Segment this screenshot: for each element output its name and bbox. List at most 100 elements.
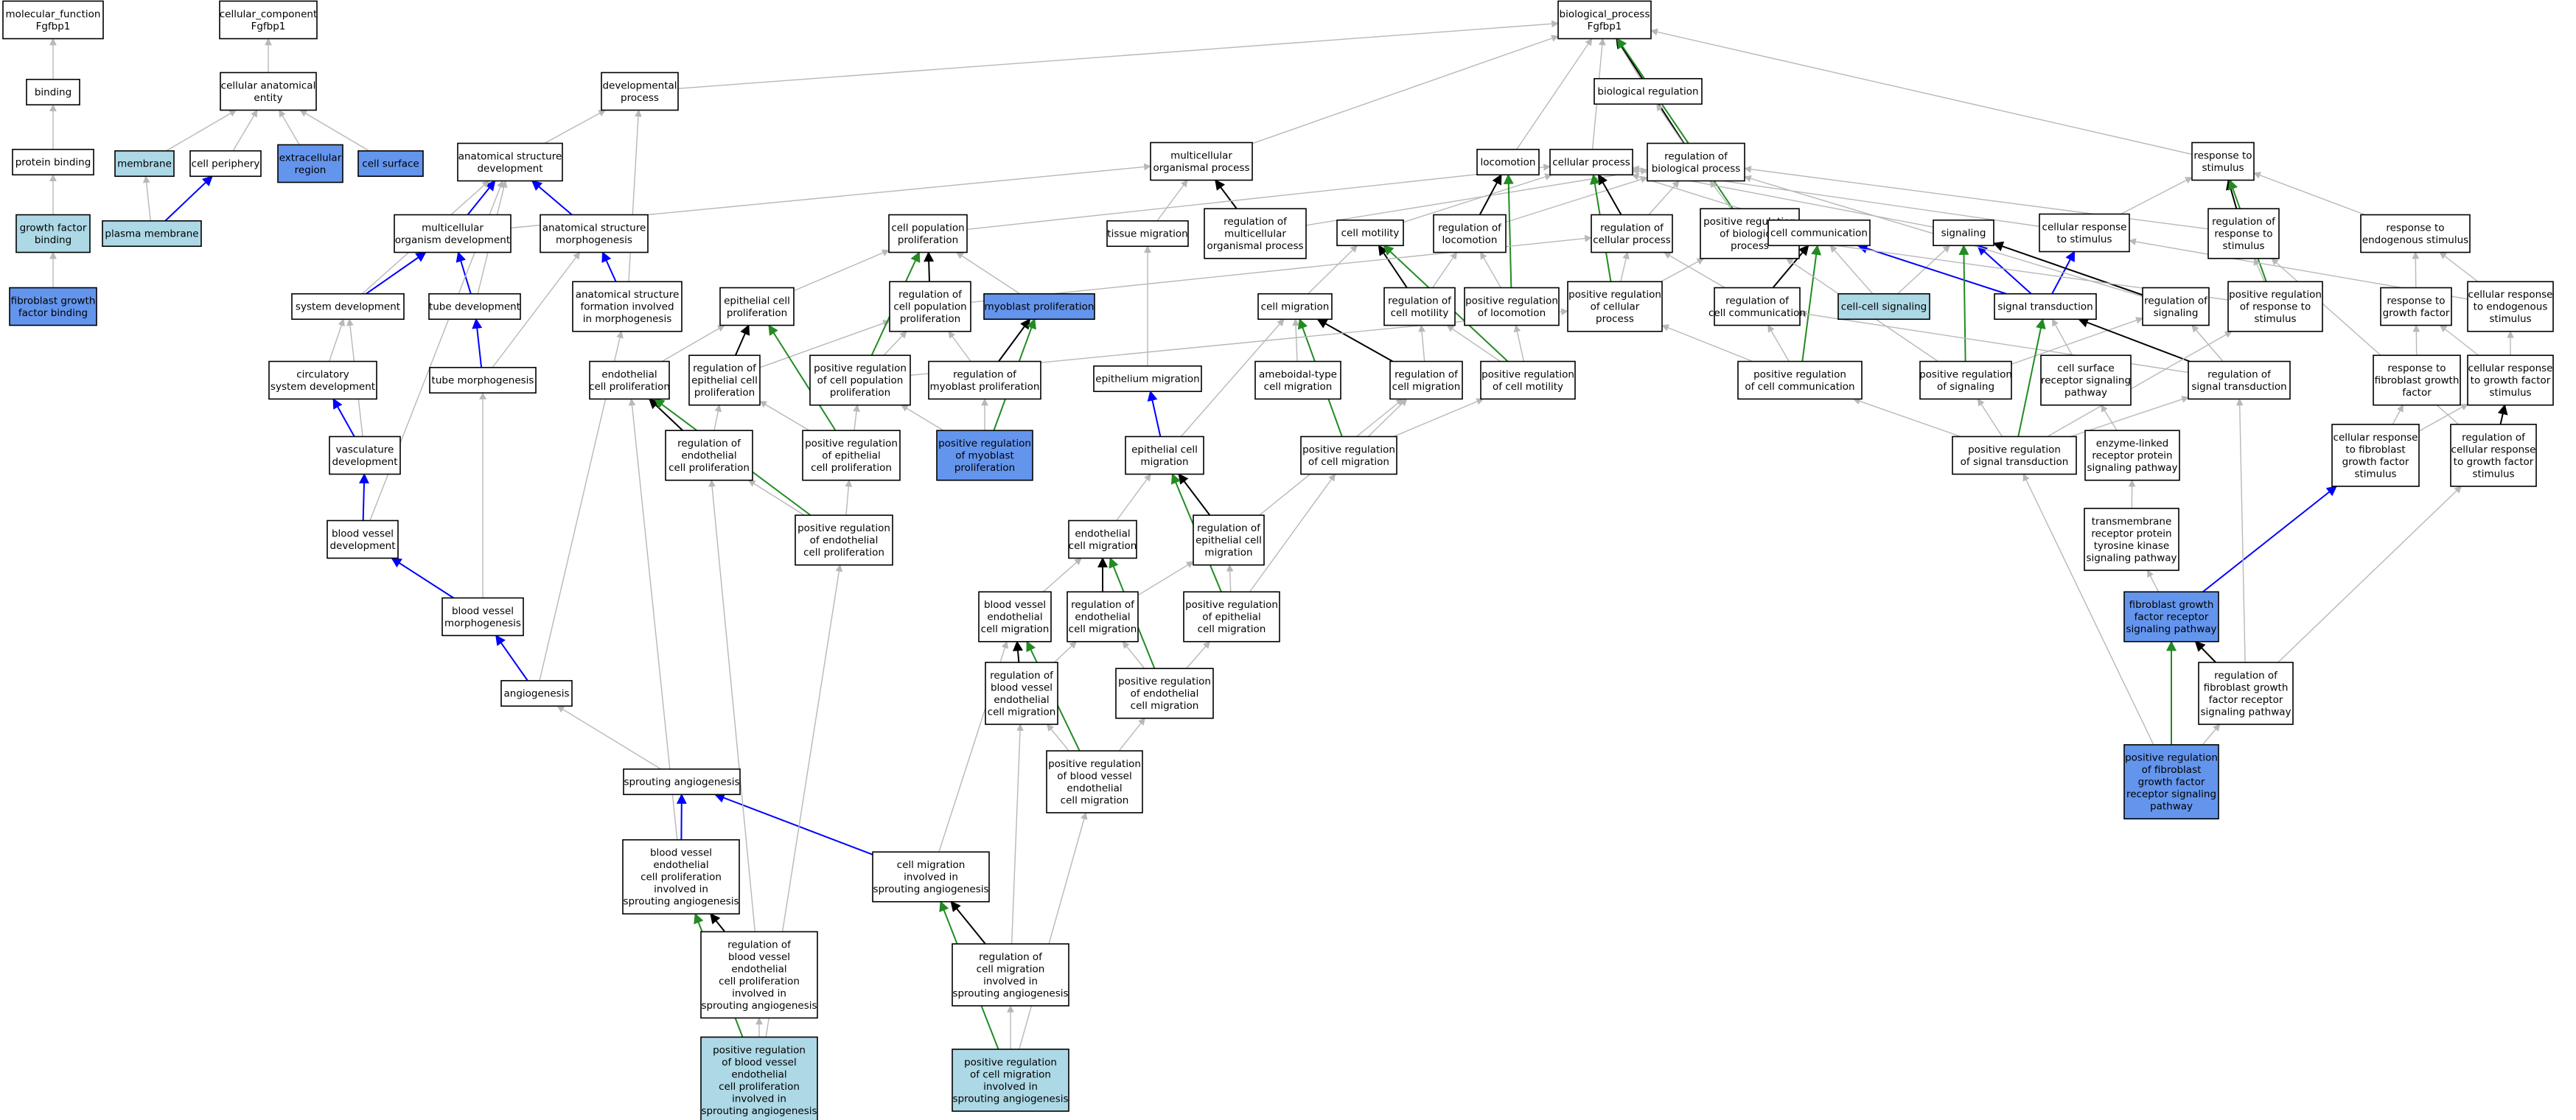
go-term-label-line: endothelial xyxy=(601,368,657,380)
go-term-label-line: growth factor xyxy=(2342,456,2409,468)
go-term-box xyxy=(889,281,971,332)
go-term-label-line: signaling xyxy=(1941,228,1986,239)
go-term-box xyxy=(2084,430,2180,481)
go-term-label-line: cellular response xyxy=(2451,444,2536,455)
go-term-box xyxy=(1594,77,1703,105)
edge-is-a-endocellmig-to-epicellmig xyxy=(1116,473,1151,521)
edge-regulates-sigtrans-to-signaling xyxy=(1977,245,2032,295)
edge-is-a-epicellmig-to-cellmig xyxy=(1180,318,1285,437)
go-term-box xyxy=(983,293,1095,321)
go-term-label-line: binding xyxy=(35,87,71,99)
go-term-label-line: positive regulation xyxy=(1753,368,1846,380)
go-term-label-line: cell communication xyxy=(1708,307,1806,319)
go-term-box xyxy=(1336,219,1404,247)
go-term-label-line: receptor protein xyxy=(2091,528,2171,539)
go-term-box xyxy=(2123,743,2219,820)
go-term-box xyxy=(357,150,424,178)
go-term-box xyxy=(2123,591,2219,643)
go-term-box xyxy=(26,78,80,106)
go-term-label-line: sprouting angiogenesis xyxy=(623,896,739,908)
go-term-label-line: factor receptor xyxy=(2135,612,2209,623)
go-term-label-line: involved in xyxy=(732,1093,786,1105)
go-term-label-line: ameboidal-type xyxy=(1259,368,1337,380)
go-term-box xyxy=(2373,354,2461,406)
go-term-label-line: factor binding xyxy=(18,307,88,319)
go-term-box xyxy=(1837,293,1930,321)
go-term-label-line: sprouting angiogenesis xyxy=(873,883,988,895)
go-term-label-line: regulation of xyxy=(2462,432,2526,444)
go-term-label-line: cell motility xyxy=(1341,228,1400,239)
go-term-box xyxy=(102,220,202,248)
go-term-label-line: circulatory xyxy=(296,368,349,380)
edge-is-a-posregepicellmig-to-regepicellmig xyxy=(1226,564,1234,592)
edge-part-of-regbvendomig-to-bvendomig xyxy=(1013,640,1023,663)
go-term-box xyxy=(1952,435,2077,475)
go-term-label-line: regulation of xyxy=(898,289,963,301)
edge-is-a-regendomig-to-regepicellmig xyxy=(1137,561,1194,596)
edge-is-a-cellmot-to-cellproc xyxy=(1403,173,1553,223)
go-term-box xyxy=(2227,281,2323,332)
go-term-label-line: multicellular xyxy=(1170,150,1232,161)
go-term-label-line: cellular response xyxy=(2468,363,2553,374)
go-term-label-line: organismal process xyxy=(1207,240,1303,252)
edge-regulates-angio-to-bvmorph xyxy=(495,634,528,682)
go-term-node-sigtrans: signal transduction xyxy=(1994,293,2097,321)
edge-is-a-cellrespendo-to-respendo xyxy=(2439,251,2479,282)
go-term-label-line: regulation of xyxy=(693,363,757,374)
go-term-box xyxy=(277,144,343,183)
go-term-label-line: of response to xyxy=(2240,301,2311,313)
go-term-label-line: epithelial cell xyxy=(691,375,758,387)
go-term-node-membrane: membrane xyxy=(114,150,175,178)
edge-is-a-posregepiprolif-to-posregcellpop xyxy=(853,404,860,431)
edge-is-a-regcellmig-to-regcellmot xyxy=(1418,324,1425,362)
go-term-label-line: endothelial xyxy=(653,859,708,871)
go-term-label-line: organism development xyxy=(395,234,510,246)
go-term-box xyxy=(985,662,1058,725)
go-term-box xyxy=(500,679,573,707)
go-term-label-line: cell proliferation xyxy=(640,872,722,883)
go-term-label-line: of cellular xyxy=(1591,301,1640,313)
go-term-label-line: growth factor xyxy=(2138,777,2205,788)
go-term-node-cellproc: cellular process xyxy=(1549,148,1633,176)
edge-is-a-bvendomig-to-endocellmig xyxy=(1042,557,1082,592)
go-term-box xyxy=(9,287,97,326)
go-term-box xyxy=(1067,591,1139,643)
edge-part-of-regsig-to-signaling xyxy=(1992,241,2143,296)
go-term-box xyxy=(2467,354,2554,406)
go-term-label-line: development xyxy=(332,456,397,468)
go-term-label-line: stimulus xyxy=(2354,468,2396,480)
edge-is-a-regendoprolif-to-regepiprolif xyxy=(713,404,722,431)
edge-is-a-cellmig-to-cellmot xyxy=(1308,245,1358,295)
go-term-node-cellmot: cell motility xyxy=(1336,219,1404,247)
go-term-label-line: cell surface xyxy=(2057,363,2114,374)
go-term-label-line: positive regulation xyxy=(938,438,1031,449)
edge-is-a-posregfgfr-to-posregsigtrans xyxy=(2022,473,2154,746)
go-term-box xyxy=(12,148,94,176)
edge-is-a-ameboid-to-cellmig xyxy=(1292,318,1299,362)
go-term-label-line: of endothelial xyxy=(810,535,879,547)
go-term-label-line: positive regulation xyxy=(1481,368,1574,380)
go-term-box xyxy=(719,287,795,326)
go-term-box xyxy=(1193,514,1265,566)
go-term-box xyxy=(2467,281,2554,332)
go-term-box xyxy=(428,293,521,321)
go-term-label-line: regulation of xyxy=(1197,522,1261,534)
go-term-label-line: biological_process xyxy=(1560,8,1650,20)
go-term-label-line: multicellular xyxy=(1224,228,1286,240)
edge-is-a-posregendomig-to-posregepicellmig xyxy=(1186,641,1211,669)
edge-pos-regulates-posregcellcomm-to-cellcomm xyxy=(1801,244,1822,362)
go-term-label-line: endothelial xyxy=(987,612,1042,623)
go-term-label-line: cellular process xyxy=(1593,234,1671,246)
go-term-node-myoprolif: myoblast proliferation xyxy=(983,293,1095,321)
go-term-node-plasmamem: plasma membrane xyxy=(102,220,202,248)
go-term-label-line: cell migration xyxy=(988,706,1056,718)
go-term-label-line: growth factor xyxy=(2383,307,2450,319)
